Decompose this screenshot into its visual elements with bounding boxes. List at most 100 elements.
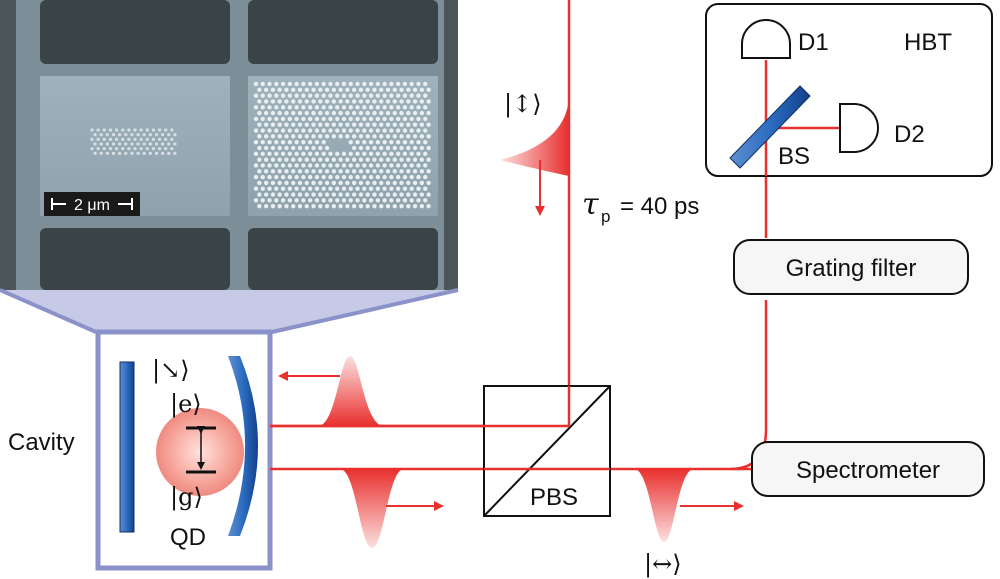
photonic-hole bbox=[257, 203, 262, 209]
photonic-hole bbox=[331, 203, 337, 209]
photonic-hole bbox=[284, 122, 289, 127]
qd-label: QD bbox=[170, 524, 206, 551]
photonic-hole bbox=[426, 99, 431, 104]
cavity-hole bbox=[161, 142, 165, 146]
photonic-hole bbox=[291, 99, 296, 104]
photonic-hole bbox=[270, 180, 276, 186]
photonic-hole bbox=[419, 169, 425, 174]
photonic-hole bbox=[412, 134, 418, 139]
photonic-hole bbox=[324, 169, 330, 174]
photonic-hole bbox=[335, 186, 340, 191]
photonic-hole bbox=[392, 180, 397, 186]
cavity-hole bbox=[108, 128, 113, 132]
photonic-hole bbox=[318, 192, 323, 197]
photonic-hole bbox=[291, 203, 296, 209]
photonic-hole bbox=[416, 116, 421, 122]
cavity-hole bbox=[142, 151, 146, 155]
photonic-hole bbox=[294, 128, 299, 133]
photonic-hole bbox=[402, 81, 408, 87]
photonic-hole bbox=[406, 157, 411, 162]
photonic-hole bbox=[277, 169, 282, 174]
photonic-hole bbox=[372, 192, 377, 197]
photonic-hole bbox=[277, 87, 282, 93]
photonic-hole bbox=[304, 157, 309, 162]
photonic-hole bbox=[280, 93, 286, 98]
pulse-emitted bbox=[340, 469, 404, 548]
cavity-hole bbox=[118, 133, 122, 137]
photonic-hole bbox=[358, 157, 364, 162]
photonic-hole bbox=[351, 180, 357, 186]
photonic-hole bbox=[311, 87, 316, 93]
photonic-hole bbox=[324, 122, 330, 127]
photonic-hole bbox=[365, 87, 370, 93]
photonic-hole bbox=[351, 87, 357, 93]
cavity-hole bbox=[145, 147, 149, 151]
photonic-hole bbox=[338, 192, 343, 197]
cavity-hole bbox=[148, 142, 152, 146]
cavity-hole bbox=[108, 137, 113, 141]
photonic-hole bbox=[297, 110, 303, 116]
photonic-hole bbox=[365, 203, 370, 209]
photonic-hole bbox=[399, 145, 404, 151]
photonic-hole bbox=[274, 81, 279, 87]
photonic-hole bbox=[368, 151, 374, 157]
photonic-hole bbox=[365, 122, 370, 127]
photonic-hole bbox=[406, 99, 411, 104]
photonic-hole bbox=[291, 169, 296, 174]
cavity-hole bbox=[130, 133, 134, 137]
cavity-hole bbox=[99, 142, 103, 146]
cavity-hole bbox=[93, 151, 97, 155]
photonic-hole bbox=[385, 145, 391, 151]
photonic-hole bbox=[365, 99, 370, 104]
photonic-hole bbox=[379, 203, 384, 209]
photonic-hole bbox=[294, 186, 299, 191]
photonic-hole bbox=[345, 99, 350, 104]
photonic-hole bbox=[372, 87, 377, 93]
cavity-hole bbox=[133, 137, 137, 141]
cavity-hole bbox=[130, 142, 134, 146]
photonic-hole bbox=[318, 110, 323, 116]
photonic-hole bbox=[365, 110, 370, 116]
photonic-hole bbox=[355, 128, 360, 133]
photonic-hole bbox=[362, 139, 367, 145]
photonic-hole bbox=[274, 163, 279, 168]
photonic-hole bbox=[253, 93, 259, 98]
photonic-hole bbox=[392, 134, 397, 139]
photonic-hole bbox=[284, 157, 289, 162]
photonic-hole bbox=[314, 186, 320, 191]
photonic-hole bbox=[368, 93, 374, 98]
photonic-hole bbox=[368, 116, 374, 122]
photonic-hole bbox=[311, 134, 316, 139]
photonic-hole bbox=[375, 81, 381, 87]
photonic-hole bbox=[426, 169, 431, 174]
photonic-hole bbox=[270, 87, 276, 93]
photonic-hole bbox=[274, 198, 279, 203]
photonic-hole bbox=[267, 116, 272, 122]
photonic-hole bbox=[324, 192, 330, 197]
cavity-hole-array bbox=[90, 128, 177, 155]
photonic-hole bbox=[416, 81, 421, 87]
photonic-hole bbox=[379, 157, 384, 162]
photonic-hole bbox=[263, 122, 269, 127]
photonic-hole bbox=[412, 203, 418, 209]
photonic-hole bbox=[307, 105, 313, 110]
cavity-hole bbox=[154, 133, 159, 137]
photonic-hole bbox=[321, 186, 326, 191]
cavity-hole bbox=[93, 142, 97, 146]
photonic-hole bbox=[287, 93, 293, 98]
photonic-hole bbox=[402, 151, 408, 157]
photonic-hole bbox=[348, 174, 353, 180]
photonic-hole bbox=[294, 163, 299, 168]
photonic-hole bbox=[335, 198, 340, 203]
photonic-hole bbox=[257, 192, 262, 197]
photonic-hole bbox=[267, 198, 272, 203]
photonic-hole bbox=[399, 203, 404, 209]
photonic-hole bbox=[368, 198, 374, 203]
photonic-hole bbox=[297, 180, 303, 186]
photonic-hole bbox=[419, 87, 425, 93]
photonic-hole bbox=[395, 128, 401, 133]
photonic-hole bbox=[348, 186, 353, 191]
photonic-hole bbox=[301, 186, 306, 191]
photonic-hole bbox=[314, 139, 320, 145]
